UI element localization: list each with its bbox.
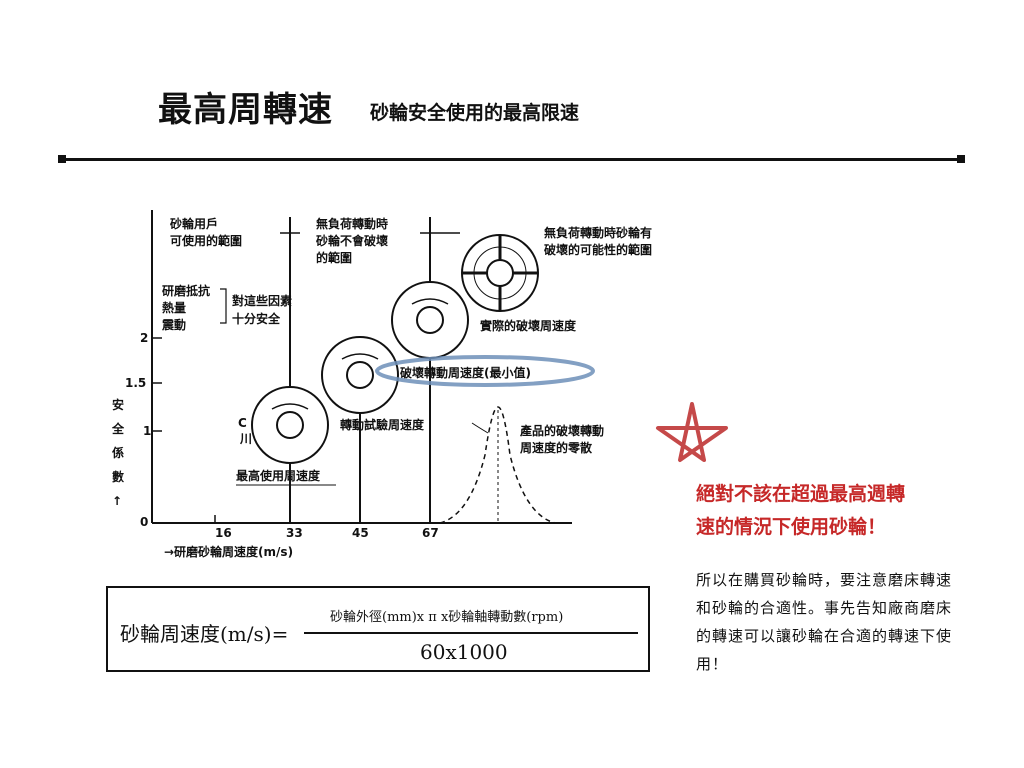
small-c-mark: C: [238, 416, 247, 430]
label-test-speed: 轉動試驗周速度: [340, 417, 425, 432]
label-factor-2: 熱量: [162, 300, 186, 315]
formula-label: 砂輪周速度(m/s)=: [120, 622, 289, 646]
label-small: 川: [239, 432, 252, 446]
label-factor-3: 震動: [162, 317, 186, 332]
y-axis-label-3: 係: [112, 445, 124, 460]
label-scatter-1: 產品的破壞轉動: [519, 423, 604, 438]
divider-end-left: [58, 155, 66, 163]
note-text: 所以在購買砂輪時，要注意磨床轉速和砂輪的合適性。事先告知廠商磨床的轉速可以讓砂輪…: [696, 571, 953, 673]
wheel-actual-break-icon: [391, 281, 469, 359]
label-min-break: 破壞轉動周速度(最小值): [400, 365, 531, 380]
x-tick-45: 45: [352, 526, 369, 540]
page-title: 最高周轉速: [158, 90, 333, 130]
x-axis-label: →研磨砂輪周速度(m/s): [164, 544, 293, 559]
y-axis-label-2: 全: [111, 421, 125, 436]
x-tick-67: 67: [422, 526, 439, 540]
warning-text: 絕對不該在超過最高週轉 速的情況下使用砂輪！: [696, 478, 966, 544]
label-actual-break: 實際的破壞周速度: [480, 318, 577, 333]
wheel-broken-icon: [461, 234, 539, 312]
min-break-highlight: [375, 355, 595, 387]
formula-denominator: 60x1000: [420, 640, 508, 664]
label-factor-1: 研磨抵抗: [162, 283, 210, 298]
speed-formula-box: 砂輪周速度(m/s)= 砂輪外徑(mm)x π x砂輪軸轉動數(rpm) 60x…: [106, 586, 650, 672]
label-safe-2: 十分安全: [232, 311, 281, 326]
y-tick-0: 0: [140, 515, 148, 529]
formula-numerator: 砂輪外徑(mm)x π x砂輪軸轉動數(rpm): [330, 610, 564, 625]
label-max-use: 最高使用周速度: [236, 468, 321, 483]
label-no-break-1: 無負荷轉動時: [316, 216, 388, 231]
label-may-break-1: 無負荷轉動時砂輪有: [544, 225, 652, 240]
wheel-max-use-icon: [251, 386, 329, 464]
label-may-break-2: 破壞的可能性的範圍: [544, 242, 652, 257]
y-tick-1: 1: [143, 424, 151, 438]
label-user-range-2: 可使用的範圍: [170, 233, 242, 248]
label-safe-1: 對這些因素: [232, 293, 292, 308]
y-tick-1-5: 1.5: [125, 376, 146, 390]
safety-factor-diagram: 安 全 係 數 ↑ 2 1.5 1 0 16 33 45 67 →研磨砂輪周速度…: [111, 210, 652, 559]
page-subtitle: 砂輪安全使用的最高限速: [370, 102, 580, 124]
title-divider: [62, 158, 962, 161]
x-tick-16: 16: [215, 526, 232, 540]
label-no-break-2: 砂輪不會破壞: [315, 233, 388, 248]
scatter-distribution: [439, 406, 556, 524]
warning-line-1: 絕對不該在超過最高週轉: [696, 483, 906, 505]
divider-end-right: [957, 155, 965, 163]
y-axis-label-4: 數: [112, 469, 124, 484]
label-no-break-3: 的範圍: [316, 250, 352, 265]
star-icon: [656, 402, 728, 462]
label-user-range-1: 砂輪用戶: [169, 216, 218, 231]
warning-line-2: 速的情況下使用砂輪！: [696, 516, 887, 538]
wheel-test-speed-icon: [321, 336, 399, 414]
y-axis-label-5: ↑: [112, 494, 122, 508]
y-axis-label-1: 安: [112, 397, 124, 412]
formula-fraction-line: [304, 632, 638, 634]
x-tick-33: 33: [286, 526, 303, 540]
y-tick-2: 2: [140, 331, 148, 345]
label-scatter-2: 周速度的零散: [520, 440, 593, 455]
